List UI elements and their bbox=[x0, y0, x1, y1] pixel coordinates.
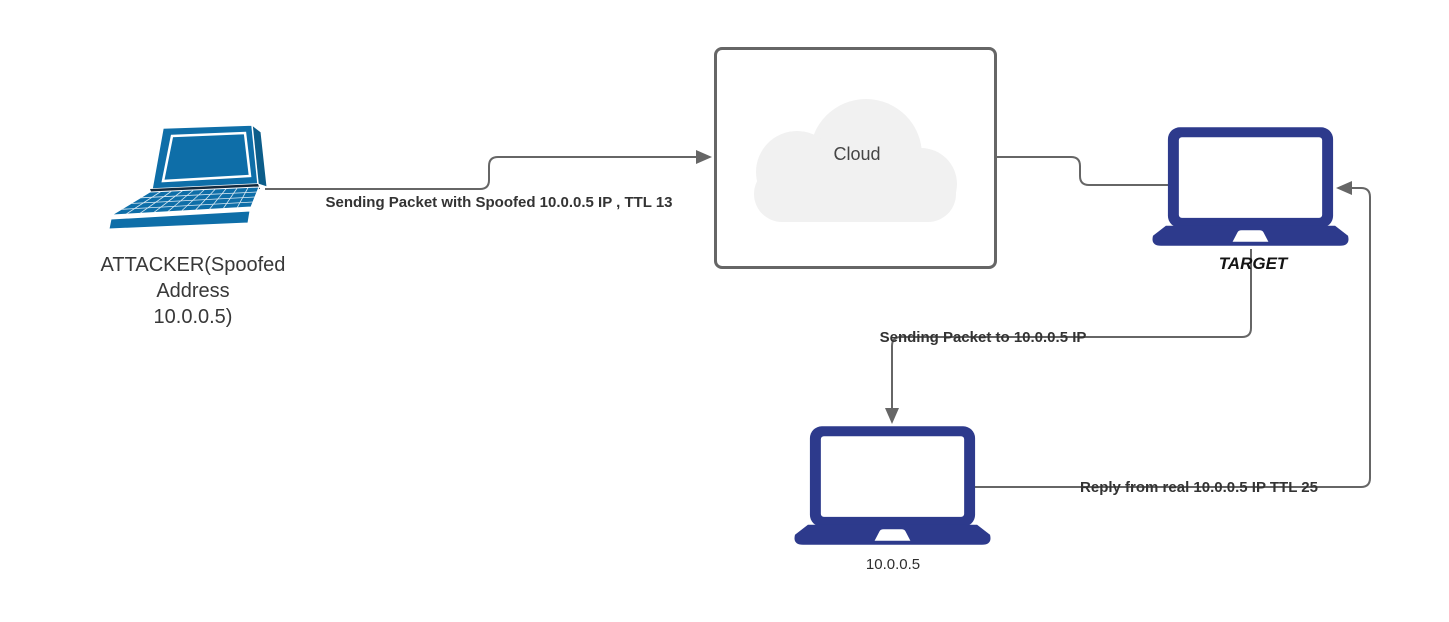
target-label: TARGET bbox=[1218, 254, 1288, 273]
real-host-label: 10.0.0.5 bbox=[865, 556, 921, 573]
real-host-laptop-icon bbox=[794, 426, 991, 545]
arrowhead-icon bbox=[885, 408, 899, 424]
attacker-label: ATTACKER(Spoofed Address 10.0.0.5) bbox=[100, 254, 286, 328]
cloud-icon bbox=[754, 99, 957, 222]
cloud-box: Cloud bbox=[714, 47, 997, 269]
target-laptop-icon bbox=[1152, 127, 1349, 246]
cloud-label: Cloud bbox=[833, 144, 881, 164]
edge-cloud-to-target bbox=[997, 156, 1169, 186]
edge-target-to-real-host bbox=[885, 249, 1252, 424]
arrowhead-icon bbox=[1336, 181, 1352, 195]
keyboard-grid bbox=[121, 187, 258, 215]
arrowhead-icon bbox=[696, 150, 712, 164]
edge-label-attacker-to-cloud: Sending Packet with Spoofed 10.0.0.5 IP … bbox=[325, 194, 673, 211]
edge-attacker-to-cloud bbox=[265, 150, 712, 190]
edge-label-real-host-to-target: Reply from real 10.0.0.5 IP TTL 25 bbox=[1080, 479, 1318, 496]
edge-label-target-to-real-host: Sending Packet to 10.0.0.5 IP bbox=[879, 329, 1087, 346]
attacker-laptop-icon bbox=[108, 123, 268, 230]
edge-real-host-to-target bbox=[974, 181, 1371, 488]
